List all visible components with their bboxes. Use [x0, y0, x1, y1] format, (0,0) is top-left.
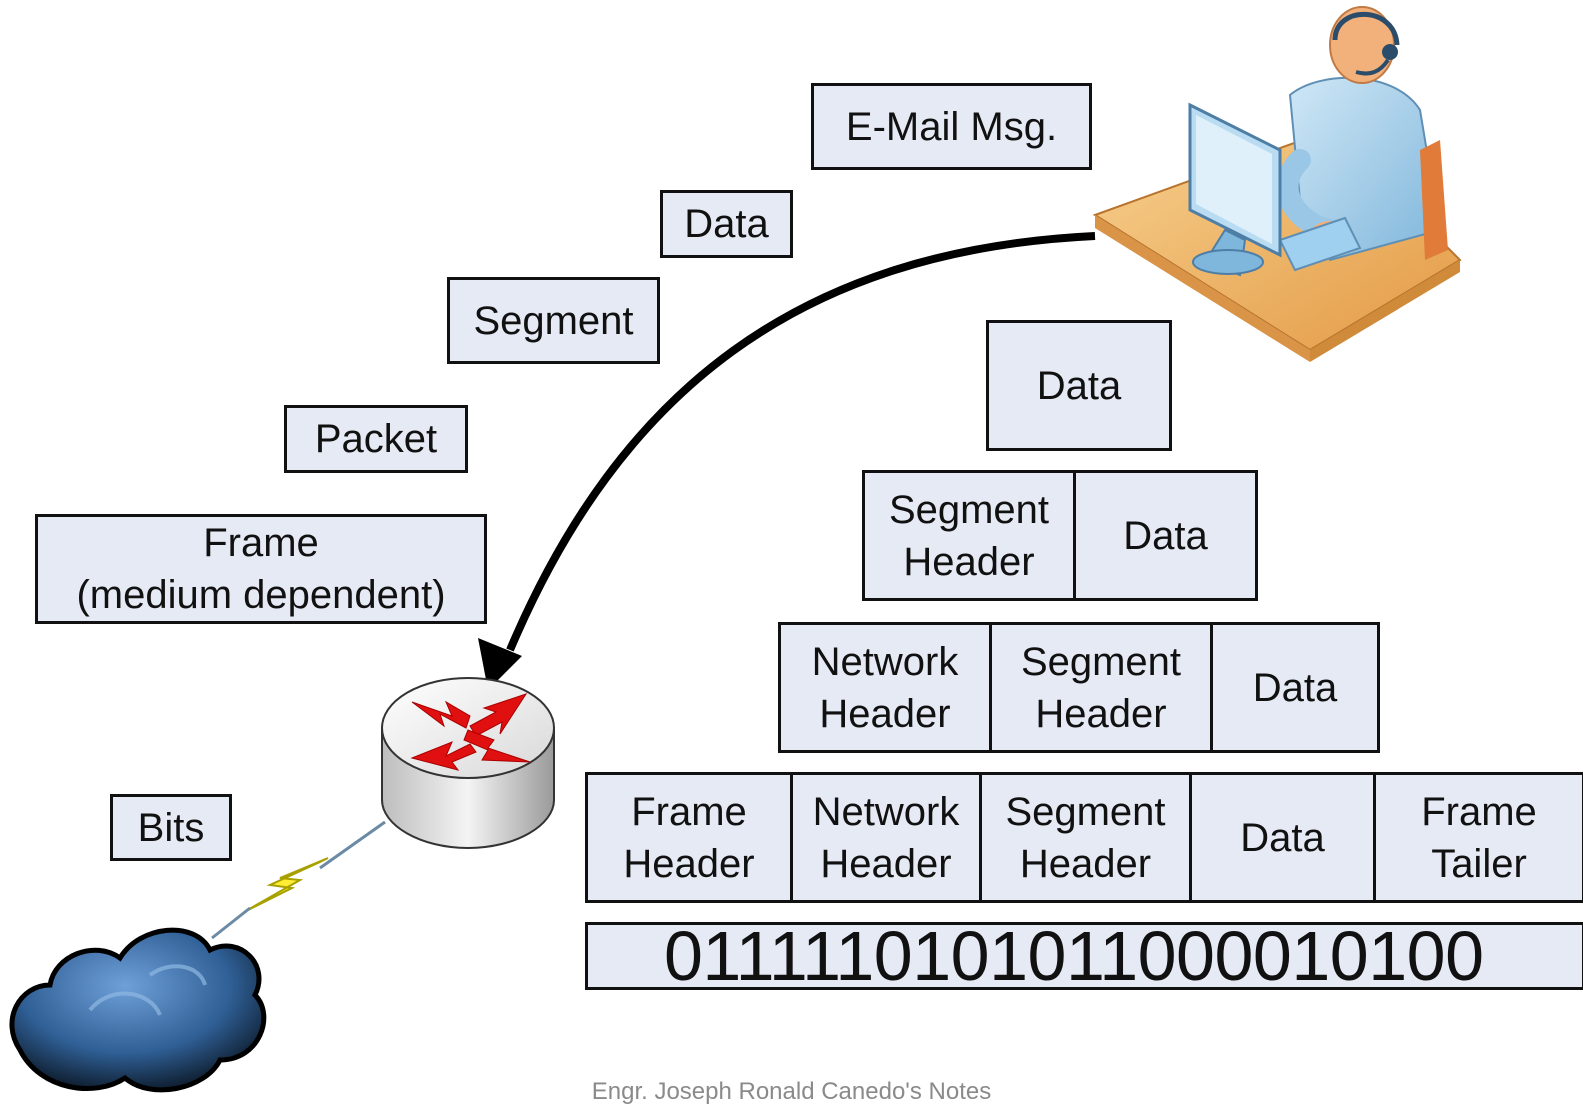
bitstream-value: 0111110101011000010100	[664, 922, 1484, 990]
bits-pdu-label: Bits	[137, 805, 205, 850]
network-header-cell: Network Header	[793, 775, 982, 900]
data-pdu-box: Data	[660, 190, 793, 258]
data-cell: Data	[1192, 775, 1376, 900]
footer-watermark: Engr. Joseph Ronald Canedo's Notes	[591, 1078, 992, 1105]
router-icon	[381, 677, 555, 850]
cloud-icon	[9, 927, 267, 1093]
segment-header-cell: Segment Header	[865, 473, 1076, 598]
segment-pdu-label: Segment	[473, 298, 634, 343]
encapsulation-level-3: Network Header Segment Header Data	[778, 622, 1380, 753]
encapsulation-level-1: Data	[986, 320, 1172, 451]
frame-pdu-box: Frame (medium dependent)	[35, 514, 487, 624]
lightning-link-icon	[211, 820, 386, 940]
encapsulation-level-2: Segment Header Data	[862, 470, 1258, 601]
frame-tailer-cell: Frame Tailer	[1421, 789, 1537, 886]
email-message-box: E-Mail Msg.	[811, 83, 1092, 170]
data-pdu-label: Data	[684, 202, 769, 246]
segment-pdu-box: Segment	[447, 277, 660, 364]
segment-header-cell: Segment Header	[992, 625, 1213, 750]
frame-pdu-label: Frame (medium dependent)	[76, 521, 446, 617]
segment-header-cell: Segment Header	[982, 775, 1192, 900]
bits-pdu-box: Bits	[110, 794, 232, 861]
bitstream-box: 0111110101011000010100	[585, 922, 1583, 990]
data-cell: Data	[1036, 363, 1122, 408]
data-cell: Data	[1252, 665, 1338, 710]
data-cell: Data	[1123, 513, 1208, 558]
encapsulation-level-4: Frame Header Network Header Segment Head…	[585, 772, 1583, 903]
curved-arrow-icon	[478, 232, 1096, 690]
network-header-cell: Network Header	[781, 625, 992, 750]
packet-pdu-box: Packet	[284, 405, 468, 473]
user-at-computer-icon	[1092, 6, 1462, 362]
email-message-label: E-Mail Msg.	[845, 104, 1058, 149]
frame-header-cell: Frame Header	[588, 775, 793, 900]
packet-pdu-label: Packet	[314, 417, 438, 461]
